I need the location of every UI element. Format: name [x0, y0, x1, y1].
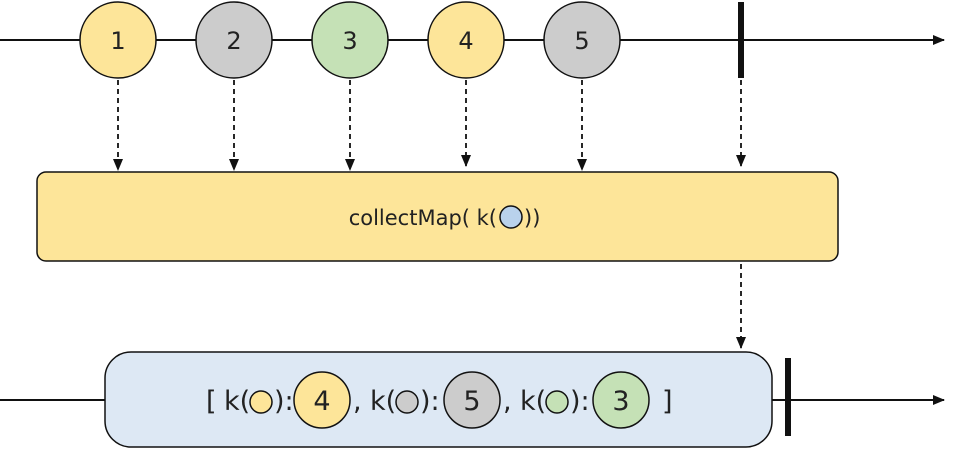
marble-4-circle: [427, 1, 505, 79]
entry-2-value-circle: [443, 371, 501, 429]
result-open-bracket: [: [206, 386, 217, 417]
entry-1-value-circle: [293, 371, 351, 429]
entry-1-key-circle: [249, 390, 273, 414]
marble-4-label: 4: [458, 27, 473, 55]
marble-3: 3: [311, 1, 389, 79]
entry-2-value: 5: [463, 386, 480, 417]
marble-1-label: 1: [110, 27, 125, 55]
result-map-emission: [ k( ): 4 , k( ): 5 , k( ): 3 ]: [104, 351, 773, 448]
operator-label-start: collectMap( k(: [349, 206, 497, 230]
separator-1: ,: [353, 386, 362, 417]
entry-2-key-prefix: k(: [370, 386, 396, 417]
entry-3-value: 3: [612, 386, 629, 417]
marble-2-circle: [195, 1, 273, 79]
result-close-bracket: ]: [662, 386, 673, 417]
entry-2-key-suffix: ):: [420, 386, 440, 417]
marble-1-circle: [79, 1, 157, 79]
marble-5: 5: [543, 1, 621, 79]
marble-5-circle: [543, 1, 621, 79]
entry-1-key-prefix: k(: [224, 386, 250, 417]
marble-2: 2: [195, 1, 273, 79]
entry-1-value: 4: [313, 386, 330, 417]
operator-box: [36, 171, 839, 262]
marble-2-label: 2: [226, 27, 241, 55]
entry-1-key-suffix: ):: [274, 386, 294, 417]
operator-label-end: )): [524, 206, 540, 230]
marble-4: 4: [427, 1, 505, 79]
entry-3-key-prefix: k(: [520, 386, 546, 417]
entry-2-key-circle: [395, 390, 419, 414]
entry-3-value-circle: [592, 371, 650, 429]
marble-5-label: 5: [574, 27, 589, 55]
operator-arg-circle: [499, 205, 523, 229]
marble-3-label: 3: [342, 27, 357, 55]
marble-3-circle: [311, 1, 389, 79]
marble-1: 1: [79, 1, 157, 79]
separator-2: ,: [503, 386, 512, 417]
entry-3-key-circle: [545, 390, 569, 414]
entry-3-key-suffix: ):: [570, 386, 590, 417]
